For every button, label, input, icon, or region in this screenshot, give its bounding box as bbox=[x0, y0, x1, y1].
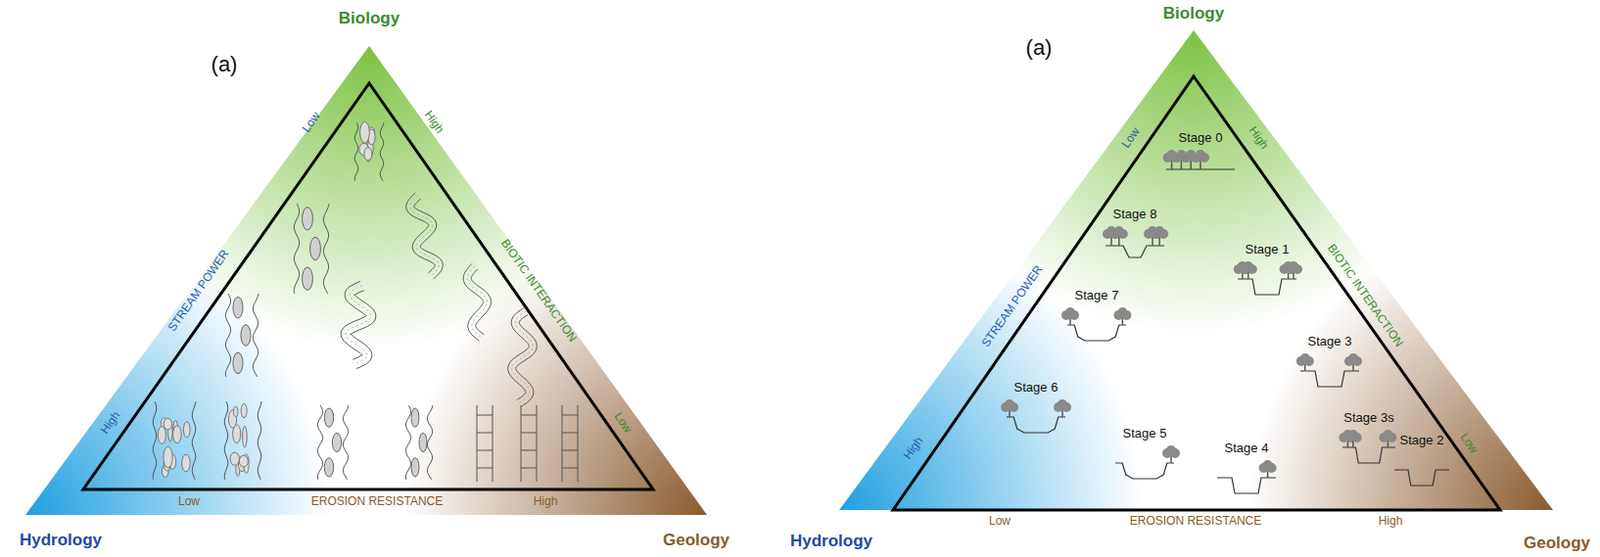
axis-label: EROSION RESISTANCE bbox=[311, 495, 443, 509]
stage-label: Stage 1 bbox=[1245, 242, 1290, 257]
stage-label: Stage 2 bbox=[1400, 433, 1445, 448]
triangle-outline bbox=[83, 83, 654, 490]
axis-label: BIOTIC INTERACTION bbox=[1324, 241, 1406, 350]
axis-end-label: High bbox=[1246, 124, 1271, 152]
axis-end-label: High bbox=[533, 495, 559, 509]
corner-label: Biology bbox=[338, 9, 400, 29]
panel-letter: (a) bbox=[1026, 36, 1053, 60]
axis-label: STREAM POWER bbox=[979, 263, 1045, 350]
corner-label: Geology bbox=[1523, 534, 1591, 554]
corner-label: Hydrology bbox=[790, 532, 873, 552]
axis-end-label: Low bbox=[1457, 430, 1480, 457]
axis-end-label: Low bbox=[988, 515, 1011, 528]
axis-end-label: High bbox=[98, 409, 124, 437]
stage-label: Stage 8 bbox=[1113, 207, 1158, 222]
axis-end-label: Low bbox=[611, 410, 634, 436]
gradient-triangle bbox=[349, 0, 1600, 557]
axis-end-label: Low bbox=[178, 495, 200, 509]
stage-label: Stage 7 bbox=[1075, 288, 1120, 303]
planform-sketches bbox=[152, 121, 578, 482]
corner-label: Geology bbox=[662, 531, 730, 551]
axis-label: EROSION RESISTANCE bbox=[1129, 515, 1262, 528]
axis-end-label: Low bbox=[299, 109, 323, 136]
axis-end-label: High bbox=[1378, 515, 1404, 528]
corner-label: Biology bbox=[1163, 4, 1224, 24]
stage-label: Stage 5 bbox=[1123, 426, 1168, 441]
stage-label: Stage 0 bbox=[1178, 131, 1224, 145]
corner-label: Hydrology bbox=[19, 531, 102, 551]
stage-label: Stage 3 bbox=[1308, 334, 1353, 349]
stage-label: Stage 4 bbox=[1224, 441, 1270, 456]
stage-sketches bbox=[1000, 149, 1450, 494]
axis-label: BIOTIC INTERACTION bbox=[498, 236, 579, 345]
axis-end-label: High bbox=[422, 108, 447, 137]
axis-end-label: Low bbox=[1119, 125, 1142, 151]
panel-letter: (a) bbox=[211, 52, 238, 77]
triangle-outline bbox=[893, 76, 1501, 511]
stage-label: Stage 3s bbox=[1343, 411, 1394, 425]
axis-end-label: High bbox=[901, 434, 927, 463]
axis-label: STREAM POWER bbox=[165, 247, 232, 334]
stage-label: Stage 6 bbox=[1014, 380, 1059, 395]
